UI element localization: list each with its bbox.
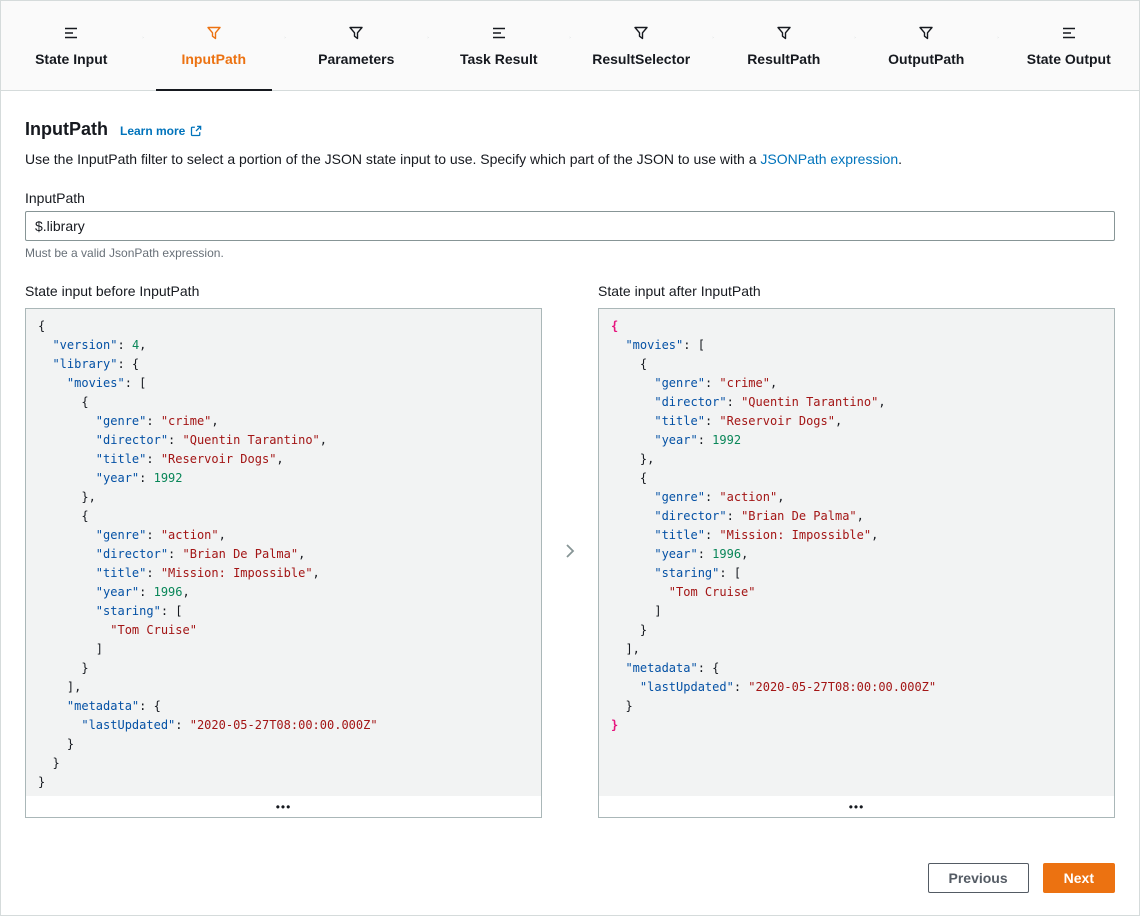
step-tabs-bar: State Input InputPath Parameters: [1, 1, 1139, 91]
chevron-right-icon: [562, 543, 578, 559]
tab-label: State Input: [35, 51, 107, 67]
inputpath-field-label: InputPath: [25, 190, 1115, 206]
panel-transition: [542, 283, 598, 818]
tab-state-output[interactable]: State Output: [999, 1, 1140, 90]
expand-after-code-button[interactable]: •••: [599, 796, 1114, 817]
previous-button[interactable]: Previous: [928, 863, 1029, 893]
tab-label: State Output: [1027, 51, 1111, 67]
inputpath-section: InputPath Learn more Use the InputPath f…: [1, 119, 1139, 893]
json-panels-row: State input before InputPath { "version"…: [25, 283, 1115, 818]
tab-outputpath[interactable]: OutputPath: [856, 1, 997, 90]
learn-more-link[interactable]: Learn more: [120, 124, 202, 138]
after-panel-title: State input after InputPath: [598, 283, 1115, 299]
learn-more-label: Learn more: [120, 124, 185, 138]
next-button[interactable]: Next: [1043, 863, 1115, 893]
page-title: InputPath: [25, 119, 108, 140]
tab-label: ResultSelector: [592, 51, 690, 67]
ellipsis-icon: •••: [849, 801, 865, 813]
ellipsis-icon: •••: [276, 801, 292, 813]
before-code-panel: { "version": 4, "library": { "movies": […: [25, 308, 542, 818]
external-link-icon: [190, 125, 202, 137]
funnel-icon: [918, 25, 934, 41]
tab-resultselector[interactable]: ResultSelector: [571, 1, 712, 90]
tab-label: ResultPath: [747, 51, 820, 67]
tab-label: Task Result: [460, 51, 538, 67]
before-panel-title: State input before InputPath: [25, 283, 542, 299]
tab-label: OutputPath: [888, 51, 964, 67]
after-panel: State input after InputPath { "movies": …: [598, 283, 1115, 818]
tab-state-input[interactable]: State Input: [1, 1, 142, 90]
tab-inputpath[interactable]: InputPath: [144, 1, 285, 90]
funnel-icon: [776, 25, 792, 41]
lines-icon: [63, 25, 79, 41]
funnel-icon: [633, 25, 649, 41]
inputpath-input[interactable]: [25, 211, 1115, 241]
funnel-icon: [348, 25, 364, 41]
jsonpath-expression-link[interactable]: JSONPath expression: [760, 151, 898, 167]
tab-parameters[interactable]: Parameters: [286, 1, 427, 90]
tab-label: InputPath: [181, 51, 246, 67]
funnel-icon: [206, 25, 222, 41]
after-inputpath-code: { "movies": [ { "genre": "crime", "direc…: [599, 309, 1114, 796]
section-description: Use the InputPath filter to select a por…: [25, 149, 1115, 169]
lines-icon: [491, 25, 507, 41]
section-header: InputPath Learn more: [25, 119, 1115, 140]
tab-task-result[interactable]: Task Result: [429, 1, 570, 90]
before-inputpath-code: { "version": 4, "library": { "movies": […: [26, 309, 541, 796]
expand-before-code-button[interactable]: •••: [26, 796, 541, 817]
lines-icon: [1061, 25, 1077, 41]
tab-label: Parameters: [318, 51, 394, 67]
description-suffix: .: [898, 151, 902, 167]
tab-resultpath[interactable]: ResultPath: [714, 1, 855, 90]
inputpath-field-help: Must be a valid JsonPath expression.: [25, 246, 1115, 260]
description-text: Use the InputPath filter to select a por…: [25, 151, 760, 167]
before-panel: State input before InputPath { "version"…: [25, 283, 542, 818]
wizard-actions: Previous Next: [25, 863, 1115, 893]
after-code-panel: { "movies": [ { "genre": "crime", "direc…: [598, 308, 1115, 818]
